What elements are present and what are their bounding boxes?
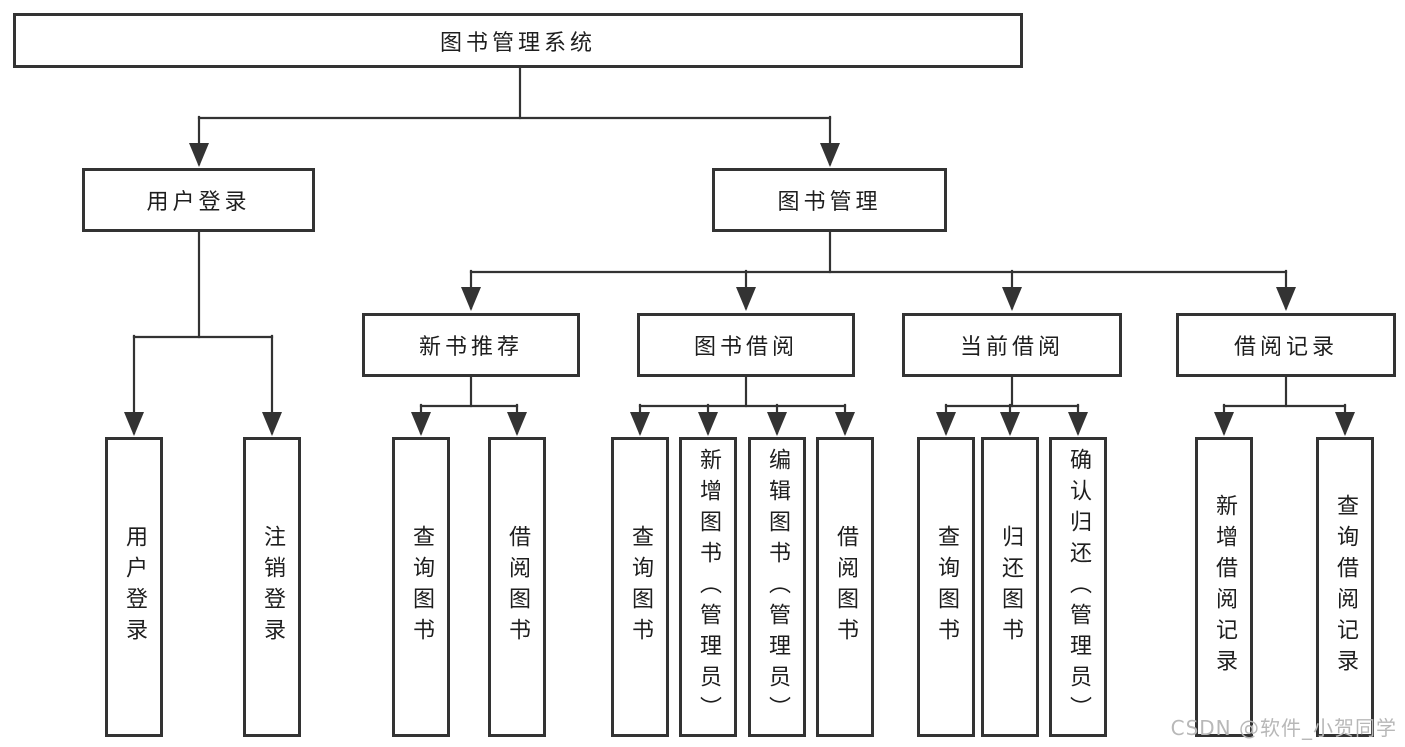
leaf-query-books: 查询图书	[917, 437, 975, 737]
leaf-add-book-admin: 新增图书（管理员）	[679, 437, 737, 737]
leaf-user-login: 用户登录	[105, 437, 163, 737]
node-library-system: 图书管理系统	[13, 13, 1023, 68]
leaf-add-borrow-record: 新增借阅记录	[1195, 437, 1253, 737]
leaf-return-books: 归还图书	[981, 437, 1039, 737]
node-label: 用户登录	[146, 190, 251, 215]
leaf-label: 用户登录	[122, 525, 147, 649]
node-label: 图书管理系统	[439, 30, 596, 56]
leaf-logout-login: 注销登录	[243, 437, 301, 737]
node-label: 借阅记录	[1233, 335, 1338, 360]
leaf-label: 查询图书	[409, 525, 434, 649]
node-new-book-recommendation: 新书推荐	[362, 313, 580, 377]
node-label: 图书借阅	[693, 335, 798, 360]
node-label: 新书推荐	[418, 335, 523, 360]
leaf-label: 新增图书（管理员）	[696, 447, 721, 727]
leaf-label: 新增借阅记录	[1212, 494, 1237, 680]
watermark-text: CSDN @软件_小贺同学	[1170, 716, 1397, 740]
leaf-borrow-books: 借阅图书	[488, 437, 546, 737]
leaf-label: 确认归还（管理员）	[1066, 447, 1091, 727]
node-book-borrowing: 图书借阅	[637, 313, 855, 377]
leaf-label: 借阅图书	[833, 525, 858, 649]
node-label: 当前借阅	[959, 335, 1064, 360]
leaf-query-books: 查询图书	[392, 437, 450, 737]
leaf-confirm-return-admin: 确认归还（管理员）	[1049, 437, 1107, 737]
leaf-label: 归还图书	[998, 525, 1023, 649]
leaf-label: 注销登录	[260, 525, 285, 649]
leaf-query-books: 查询图书	[611, 437, 669, 737]
node-current-borrowing: 当前借阅	[902, 313, 1122, 377]
node-label: 图书管理	[777, 190, 882, 215]
node-user-login: 用户登录	[82, 168, 315, 232]
leaf-label: 查询图书	[934, 525, 959, 649]
leaf-label: 借阅图书	[505, 525, 530, 649]
leaf-edit-book-admin: 编辑图书（管理员）	[748, 437, 806, 737]
node-book-management: 图书管理	[712, 168, 947, 232]
leaf-label: 查询图书	[628, 525, 653, 649]
leaf-label: 编辑图书（管理员）	[765, 447, 790, 727]
leaf-borrow-books: 借阅图书	[816, 437, 874, 737]
leaf-label: 查询借阅记录	[1333, 494, 1358, 680]
leaf-query-borrow-record: 查询借阅记录	[1316, 437, 1374, 737]
node-borrowing-records: 借阅记录	[1176, 313, 1396, 377]
